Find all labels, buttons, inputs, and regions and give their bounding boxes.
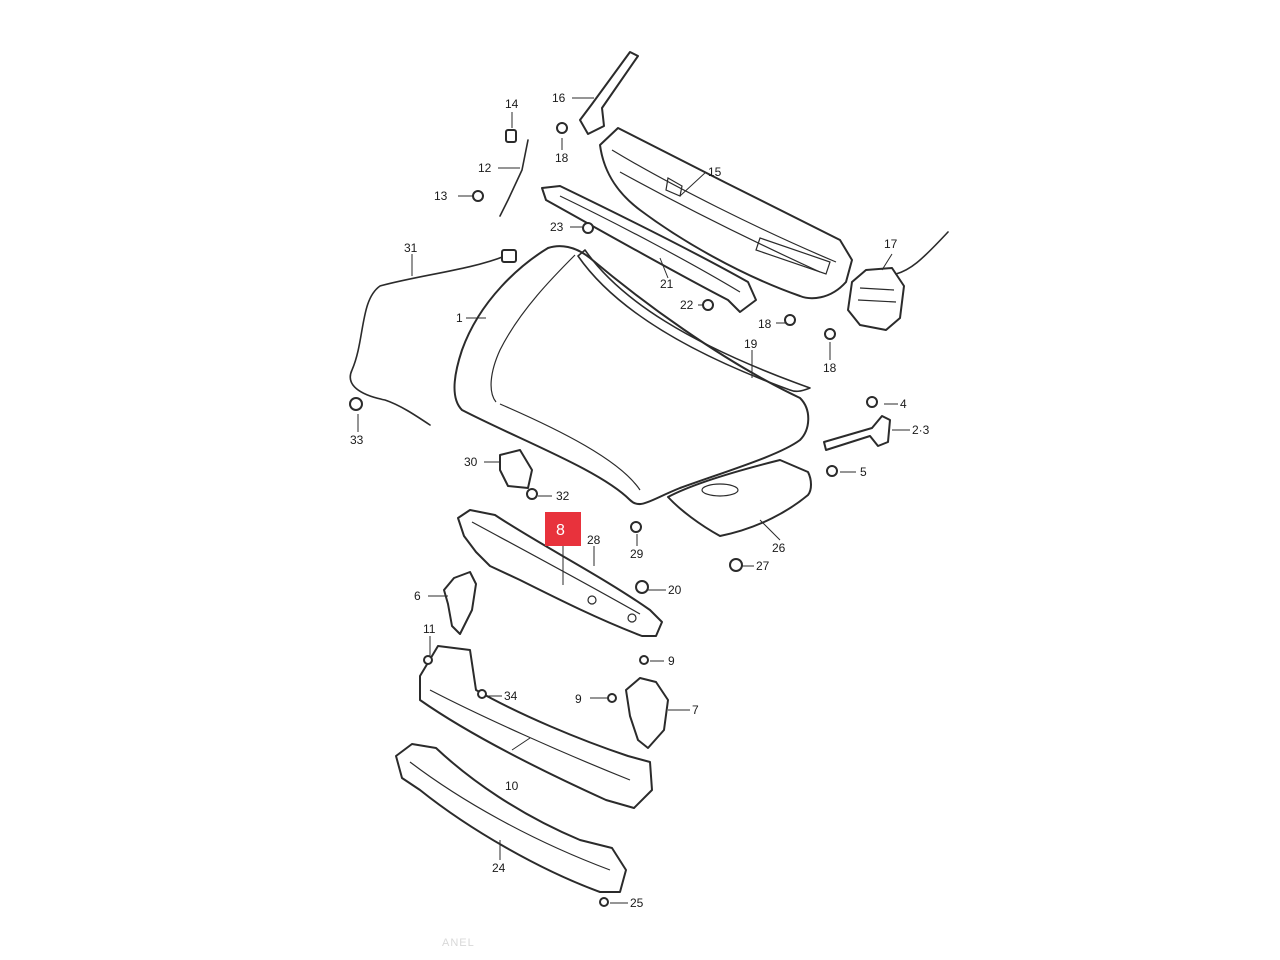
hood-release-cable [349,255,506,426]
callout-9-left[interactable]: 9 [575,692,582,706]
leader-lines [357,97,910,904]
callout-6[interactable]: 6 [414,589,421,603]
callout-17[interactable]: 17 [884,237,898,251]
callout-5[interactable]: 5 [860,465,867,479]
callout-26[interactable]: 26 [772,541,786,555]
callout-7[interactable]: 7 [692,703,699,717]
callout-22[interactable]: 22 [680,298,694,312]
hood-latch [499,449,533,489]
faint-footer-label: ANEL [442,937,475,949]
callout-25[interactable]: 25 [630,896,644,910]
callout-9-right[interactable]: 9 [668,654,675,668]
hood-panel [453,245,810,506]
under-cover-splash-shield [667,459,812,537]
cowl-lower-bracket [541,185,757,313]
callout-32[interactable]: 32 [556,489,570,503]
callout-18-mid[interactable]: 18 [758,317,772,331]
bumper-reinforcement [419,645,653,809]
callout-29[interactable]: 29 [630,547,644,561]
callout-10[interactable]: 10 [505,779,519,793]
callout-8[interactable]: 8 [556,522,565,539]
callout-23[interactable]: 23 [550,220,564,234]
callout-20[interactable]: 20 [668,583,682,597]
cowl-top-panel [599,127,853,300]
hood-hinge [823,415,891,451]
callout-19[interactable]: 19 [744,337,758,351]
hood-prop-rod [579,51,639,135]
callout-1[interactable]: 1 [456,311,463,325]
hood-stay-rod [499,139,529,217]
callout-34[interactable]: 34 [504,689,518,703]
radiator-support-bracket-right [625,677,669,749]
wiper-motor-cover [847,231,949,331]
hood-seal [577,249,811,393]
callout-28[interactable]: 28 [587,533,601,547]
callout-4[interactable]: 4 [900,397,907,411]
radiator-support-bracket-left [443,571,477,635]
callout-12[interactable]: 12 [478,161,492,175]
callout-16[interactable]: 16 [552,91,566,105]
callout-33[interactable]: 33 [350,433,364,447]
callout-15[interactable]: 15 [708,165,722,179]
radiator-support-upper [457,509,663,637]
callout-21[interactable]: 21 [660,277,674,291]
callout-31[interactable]: 31 [404,241,418,255]
callout-11[interactable]: 11 [423,622,436,636]
callout-18-top[interactable]: 18 [555,151,569,165]
highlight-box-part-8 [545,512,581,546]
callout-2-3[interactable]: 2·3 [912,423,930,437]
callout-24[interactable]: 24 [492,861,506,875]
callout-14[interactable]: 14 [505,97,519,111]
callout-27[interactable]: 27 [756,559,770,573]
callout-30[interactable]: 30 [464,455,478,469]
callout-18-right[interactable]: 18 [823,361,837,375]
lower-crossmember [395,743,627,893]
callout-13[interactable]: 13 [434,189,448,203]
